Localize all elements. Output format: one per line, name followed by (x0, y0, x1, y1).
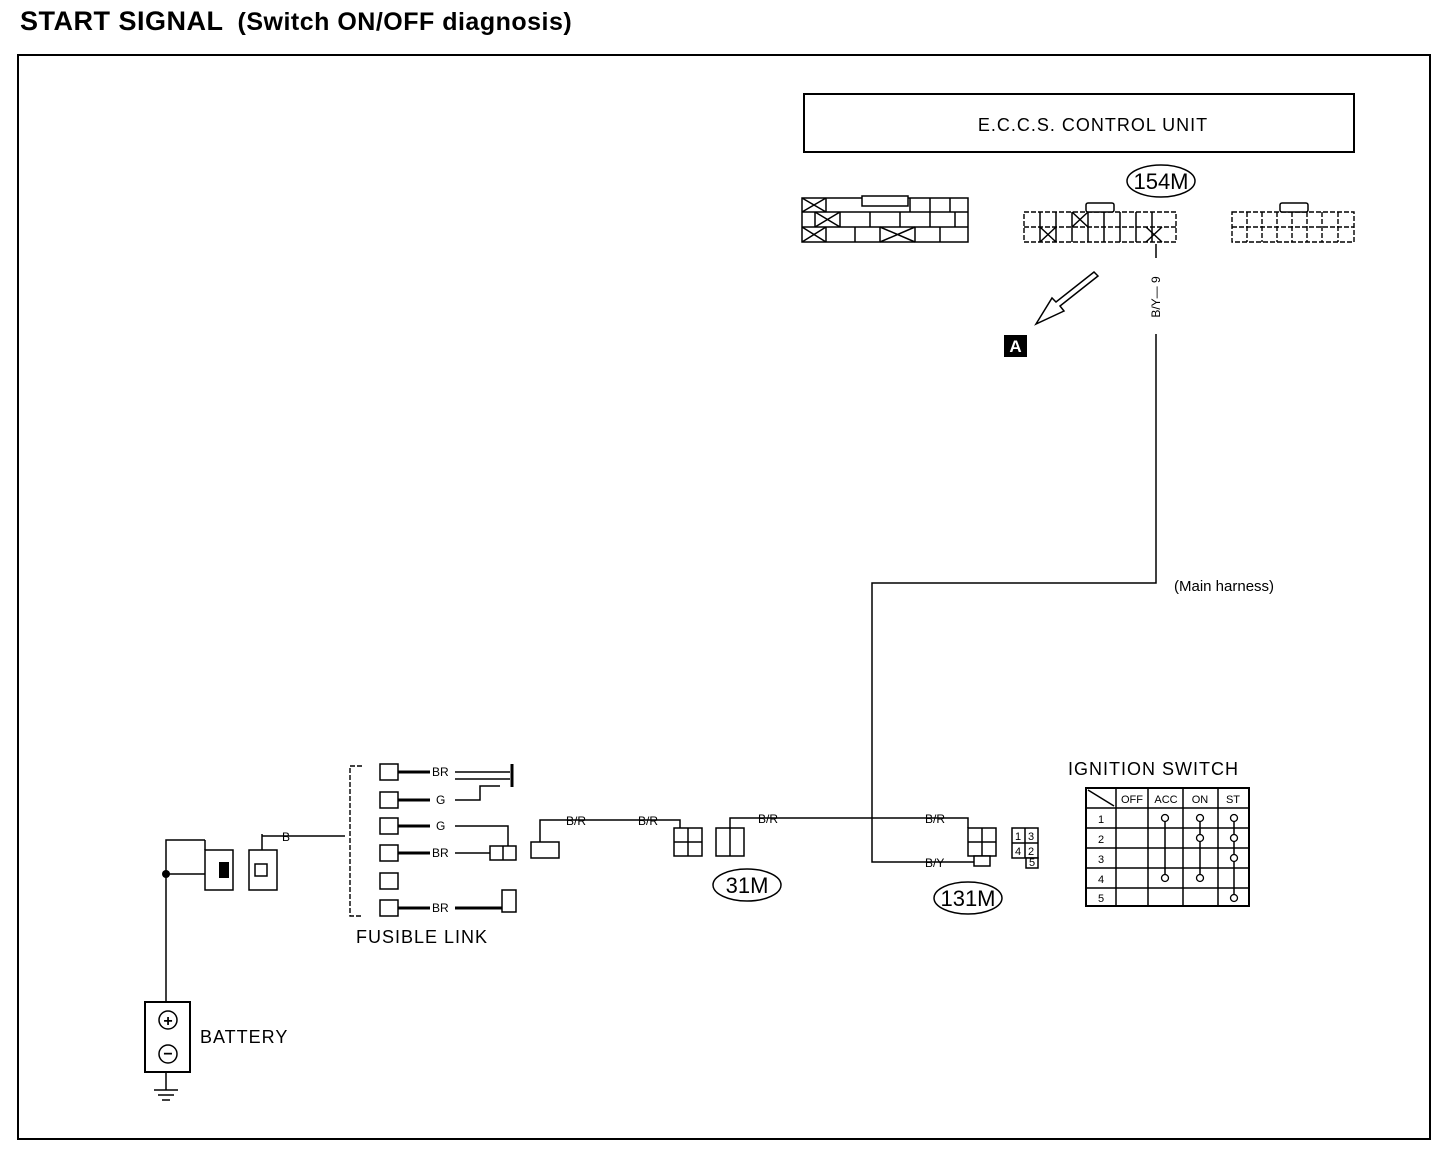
pin-number: 2 (1028, 846, 1034, 858)
fuse-wire-label: BR (432, 765, 449, 779)
ignition-switch-label: IGNITION SWITCH (1068, 759, 1239, 779)
wire-b-r-label: B/R (566, 814, 586, 828)
connector-131m: 131M 1 3 4 2 5 (930, 827, 1039, 915)
wire-b-r-1 (539, 819, 681, 842)
switch-column-header: ST (1226, 794, 1240, 806)
pin-9-wire-label: B/Y— 9 (1149, 276, 1163, 318)
wire-battery-top (165, 839, 205, 874)
wire-b-r-label: B/R (925, 812, 945, 826)
switch-row-number: 3 (1098, 854, 1104, 866)
switch-row-number: 5 (1098, 893, 1104, 905)
title-main: START SIGNAL (20, 6, 224, 36)
ecu-label: E.C.C.S. CONTROL UNIT (978, 115, 1208, 135)
page-title: START SIGNAL (Switch ON/OFF diagnosis) (20, 6, 572, 37)
connector-154m-marker (1126, 164, 1196, 198)
connector-lock-tab (1085, 202, 1115, 213)
fuse-wire-label: BR (432, 846, 449, 860)
switch-column-header: ACC (1154, 794, 1177, 806)
diagram-frame (17, 54, 1431, 1140)
ecu-block: E.C.C.S. CONTROL UNIT 154M (801, 93, 1355, 357)
ecu-box (803, 93, 1355, 153)
ignition-switch: IGNITION SWITCH OFF ACC ON ST 1 2 3 4 5 (1068, 759, 1250, 907)
wire-b-label: B (282, 830, 290, 844)
wire-b-r-2 (729, 817, 969, 828)
reference-arrow (1034, 270, 1100, 326)
connector-154m-label: 154M (1133, 169, 1188, 194)
switch-row-number: 1 (1098, 814, 1104, 826)
switch-column-header: OFF (1121, 794, 1143, 806)
wire-b-y-label: B/Y (925, 856, 944, 870)
pin-number: 4 (1015, 846, 1021, 858)
pin-number: 5 (1029, 857, 1035, 869)
battery-plus-icon: + (163, 1013, 172, 1030)
wire-main-harness (871, 334, 1157, 863)
fuse-wire-label: BR (432, 901, 449, 915)
battery-plus-terminal (158, 1010, 178, 1030)
ecu-connector-right (1231, 202, 1355, 243)
pin-number: 1 (1015, 831, 1021, 843)
fusible-link-label: FUSIBLE LINK (356, 927, 488, 947)
reference-badge (1004, 335, 1027, 357)
wire-b-r-label: B/R (638, 814, 658, 828)
connector-lock-tab (1279, 202, 1309, 213)
ecu-connector-left (801, 195, 969, 243)
reference-label: A (1009, 337, 1021, 356)
wire-b-r-label: B/R (758, 812, 778, 826)
battery-minus-terminal (158, 1044, 178, 1064)
connector-31m: 31M (673, 827, 782, 902)
connector-131m-label: 131M (940, 886, 995, 911)
battery-label: BATTERY (200, 1027, 288, 1047)
pin-number: 3 (1028, 831, 1034, 843)
switch-column-header: ON (1192, 794, 1209, 806)
fusible-link-output-connector (530, 841, 560, 859)
battery-minus-icon: − (163, 1046, 172, 1063)
battery-connector (204, 834, 278, 891)
fuse-wire-label: G (436, 819, 445, 833)
harness-label: (Main harness) (1174, 578, 1274, 595)
fuse-wire-label: G (436, 793, 445, 807)
connector-lock-tab (861, 195, 909, 207)
switch-row-number: 2 (1098, 834, 1104, 846)
switch-row-number: 4 (1098, 874, 1104, 886)
connector-31m-label: 31M (726, 873, 769, 898)
title-subtitle: (Switch ON/OFF diagnosis) (237, 8, 573, 36)
battery-block: + − BATTERY (144, 839, 288, 1101)
fusible-link: BR G G BR BR FUSIBLE LINK (349, 763, 517, 947)
ecu-connector-middle (1023, 202, 1177, 243)
